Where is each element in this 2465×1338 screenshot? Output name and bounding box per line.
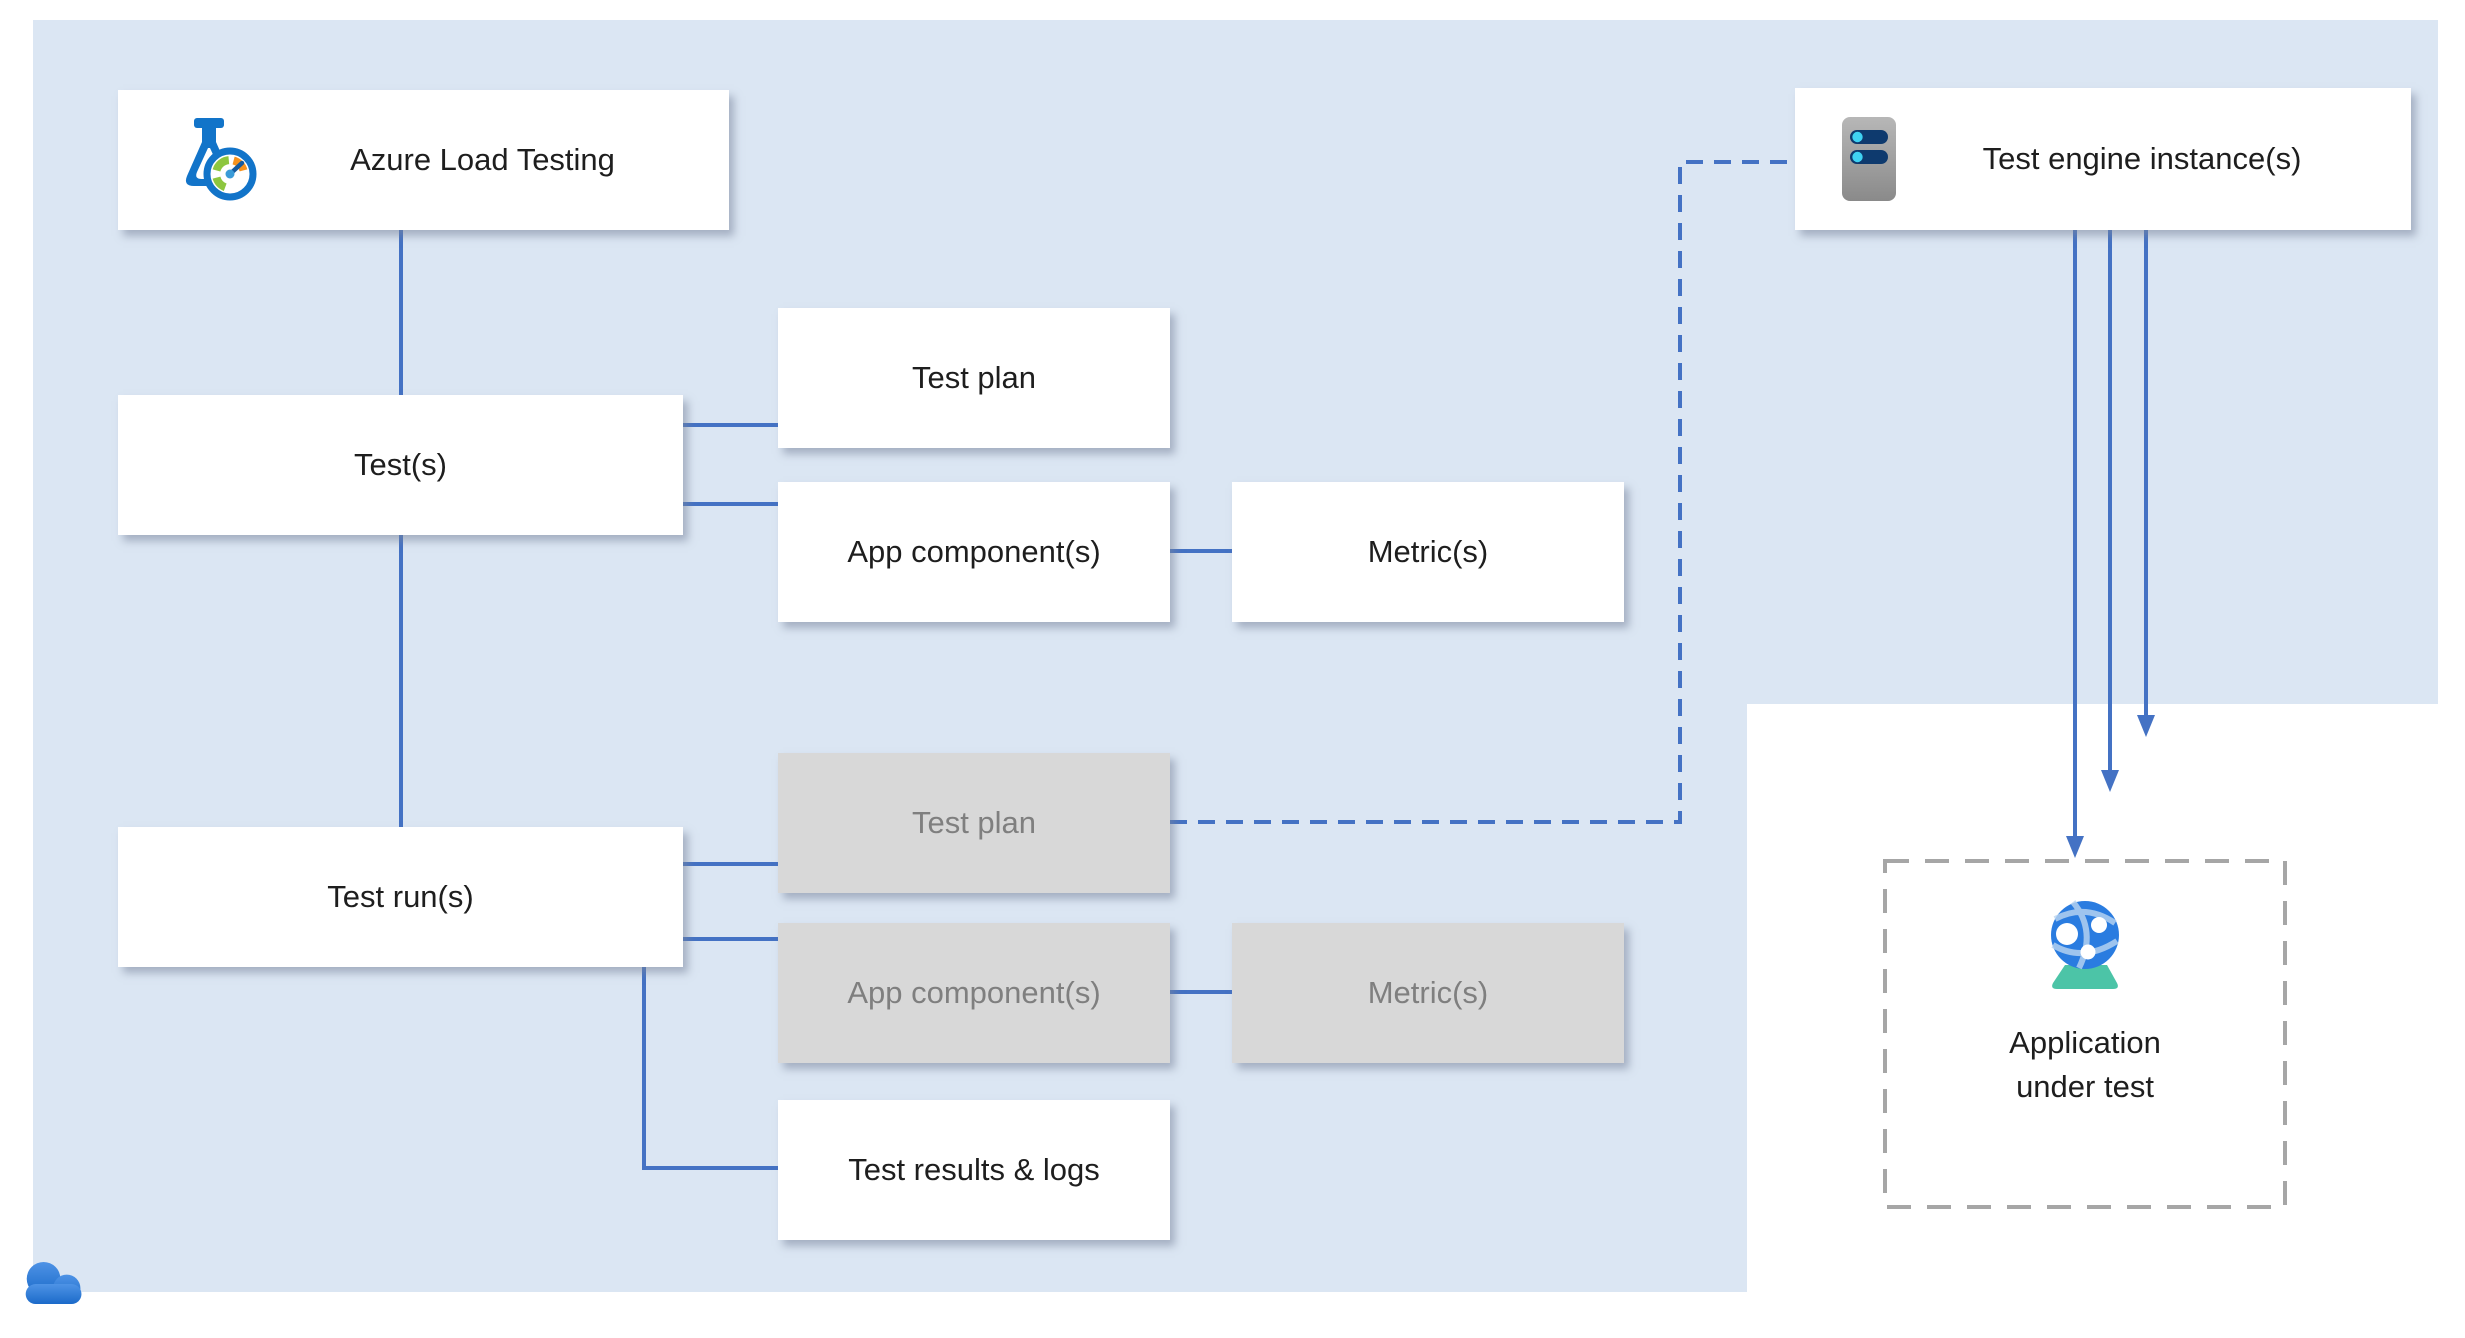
node-label: Test results & logs	[848, 1152, 1100, 1187]
node-label: App component(s)	[847, 534, 1101, 569]
azure-cloud-icon	[25, 1261, 82, 1305]
node-label: Test(s)	[354, 447, 447, 482]
app-service-globe-icon	[2051, 900, 2119, 989]
node-label: Azure Load Testing	[350, 142, 615, 177]
node-label-line2: under test	[2016, 1069, 2154, 1104]
node-label: Test plan	[911, 360, 1037, 395]
node-label: App component(s)	[847, 975, 1101, 1010]
node-label: Test run(s)	[327, 879, 474, 914]
node-tests: Test(s)	[118, 395, 683, 535]
virtual-machine-server-icon	[1842, 117, 1896, 201]
node-run-app-components: App component(s)	[778, 923, 1170, 1063]
node-test-plan: Test plan	[778, 308, 1170, 448]
node-label: Test engine instance(s)	[1982, 141, 2302, 176]
node-application-under-test: Application under test	[1885, 861, 2285, 1207]
node-label: Metric(s)	[1367, 534, 1489, 569]
node-label-line1: Application	[2009, 1025, 2161, 1060]
load-testing-flask-gauge-icon	[185, 118, 257, 201]
node-app-components: App component(s)	[778, 482, 1170, 622]
node-label: Metric(s)	[1367, 975, 1489, 1010]
node-label: Test plan	[911, 805, 1037, 840]
node-azure-load-testing: Azure Load Testing	[118, 90, 729, 230]
node-run-test-plan: Test plan	[778, 753, 1170, 893]
node-test-results-logs: Test results & logs	[778, 1100, 1170, 1240]
node-metrics: Metric(s)	[1232, 482, 1624, 622]
node-test-engine-instances: Test engine instance(s)	[1795, 88, 2411, 230]
node-test-runs: Test run(s)	[118, 827, 683, 967]
node-run-metrics: Metric(s)	[1232, 923, 1624, 1063]
